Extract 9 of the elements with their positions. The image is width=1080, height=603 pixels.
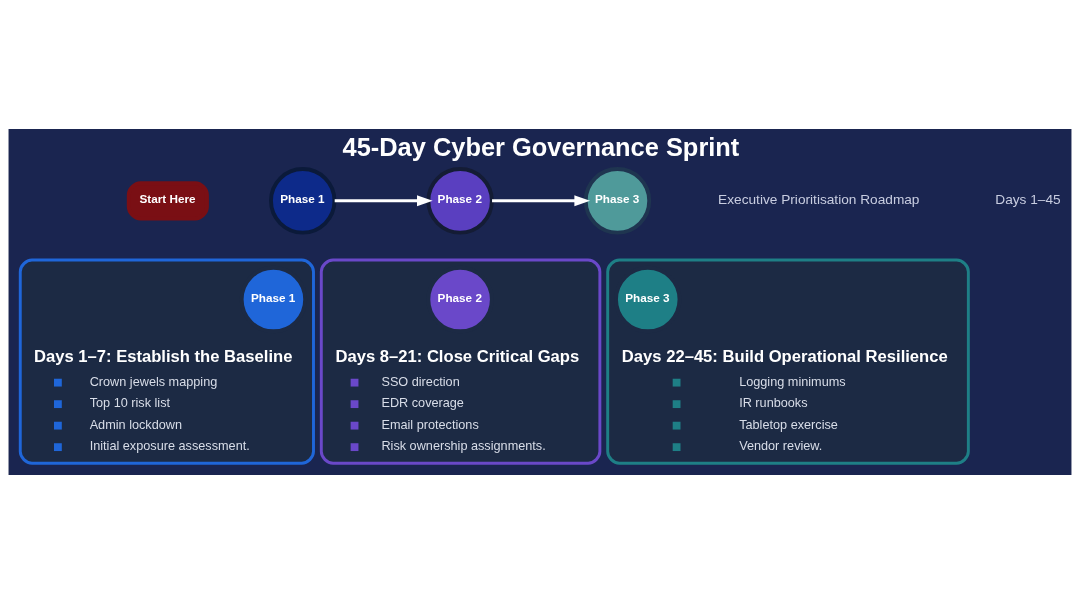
diagram-title: 45-Day Cyber Governance Sprint [342, 132, 740, 161]
node-circle: Phase 1 [269, 166, 337, 235]
label: Days 1–45 [995, 191, 1061, 207]
label: Executive Prioritisation Roadmap [718, 191, 920, 207]
node-circle: Phase 2 [426, 166, 494, 235]
node-circle: Phase 3 [583, 166, 652, 235]
node-box: Start Here [126, 180, 209, 220]
arrow [492, 194, 591, 206]
arrow [334, 194, 433, 206]
